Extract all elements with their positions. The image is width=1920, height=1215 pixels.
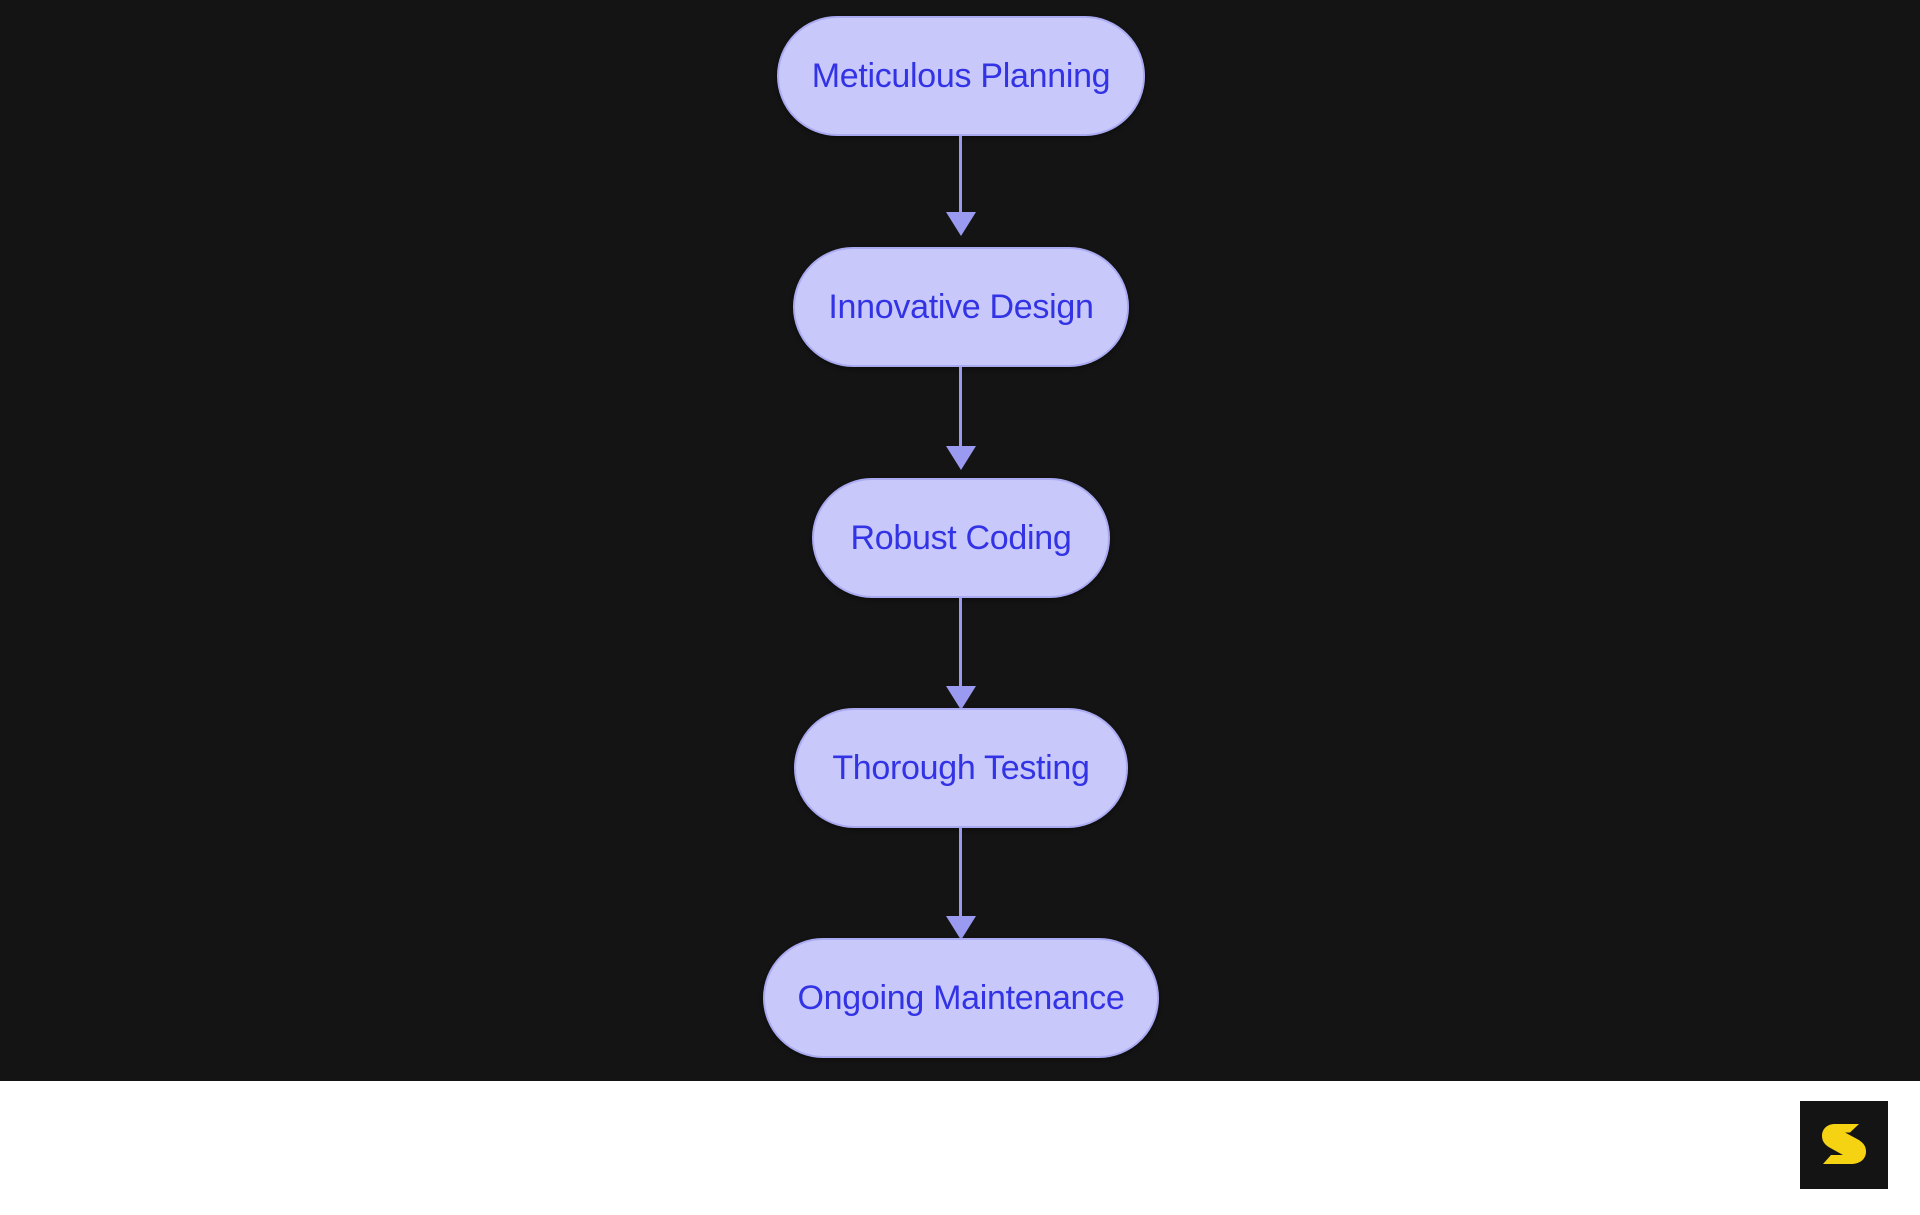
flow-edge-line: [959, 136, 962, 214]
flow-node-ongoing-maintenance[interactable]: Ongoing Maintenance: [763, 938, 1159, 1058]
flow-arrowhead-icon: [946, 212, 976, 236]
flow-arrowhead-icon: [946, 916, 976, 940]
flow-node-innovative-design[interactable]: Innovative Design: [793, 247, 1129, 367]
footer-bar: [0, 1081, 1920, 1215]
flow-node-label: Thorough Testing: [832, 749, 1090, 787]
flow-node-robust-coding[interactable]: Robust Coding: [812, 478, 1110, 598]
s-logo[interactable]: [1800, 1101, 1888, 1189]
flow-edge-line: [959, 367, 962, 448]
flow-arrowhead-icon: [946, 686, 976, 710]
flow-arrowhead-icon: [946, 446, 976, 470]
flow-edge-2: [946, 367, 976, 470]
flow-node-label: Ongoing Maintenance: [797, 979, 1125, 1017]
flow-node-label: Meticulous Planning: [811, 57, 1111, 95]
flow-edge-line: [959, 598, 962, 688]
flow-edge-4: [946, 828, 976, 940]
flow-edge-1: [946, 136, 976, 236]
diagram-stage: Meticulous Planning Innovative Design Ro…: [0, 0, 1920, 1081]
flow-node-meticulous-planning[interactable]: Meticulous Planning: [777, 16, 1145, 136]
flowchart: Meticulous Planning Innovative Design Ro…: [763, 16, 1159, 1058]
flow-node-label: Robust Coding: [850, 519, 1072, 557]
flow-edge-3: [946, 598, 976, 710]
flow-node-label: Innovative Design: [828, 288, 1094, 326]
flow-edge-line: [959, 828, 962, 918]
flow-node-thorough-testing[interactable]: Thorough Testing: [794, 708, 1128, 828]
